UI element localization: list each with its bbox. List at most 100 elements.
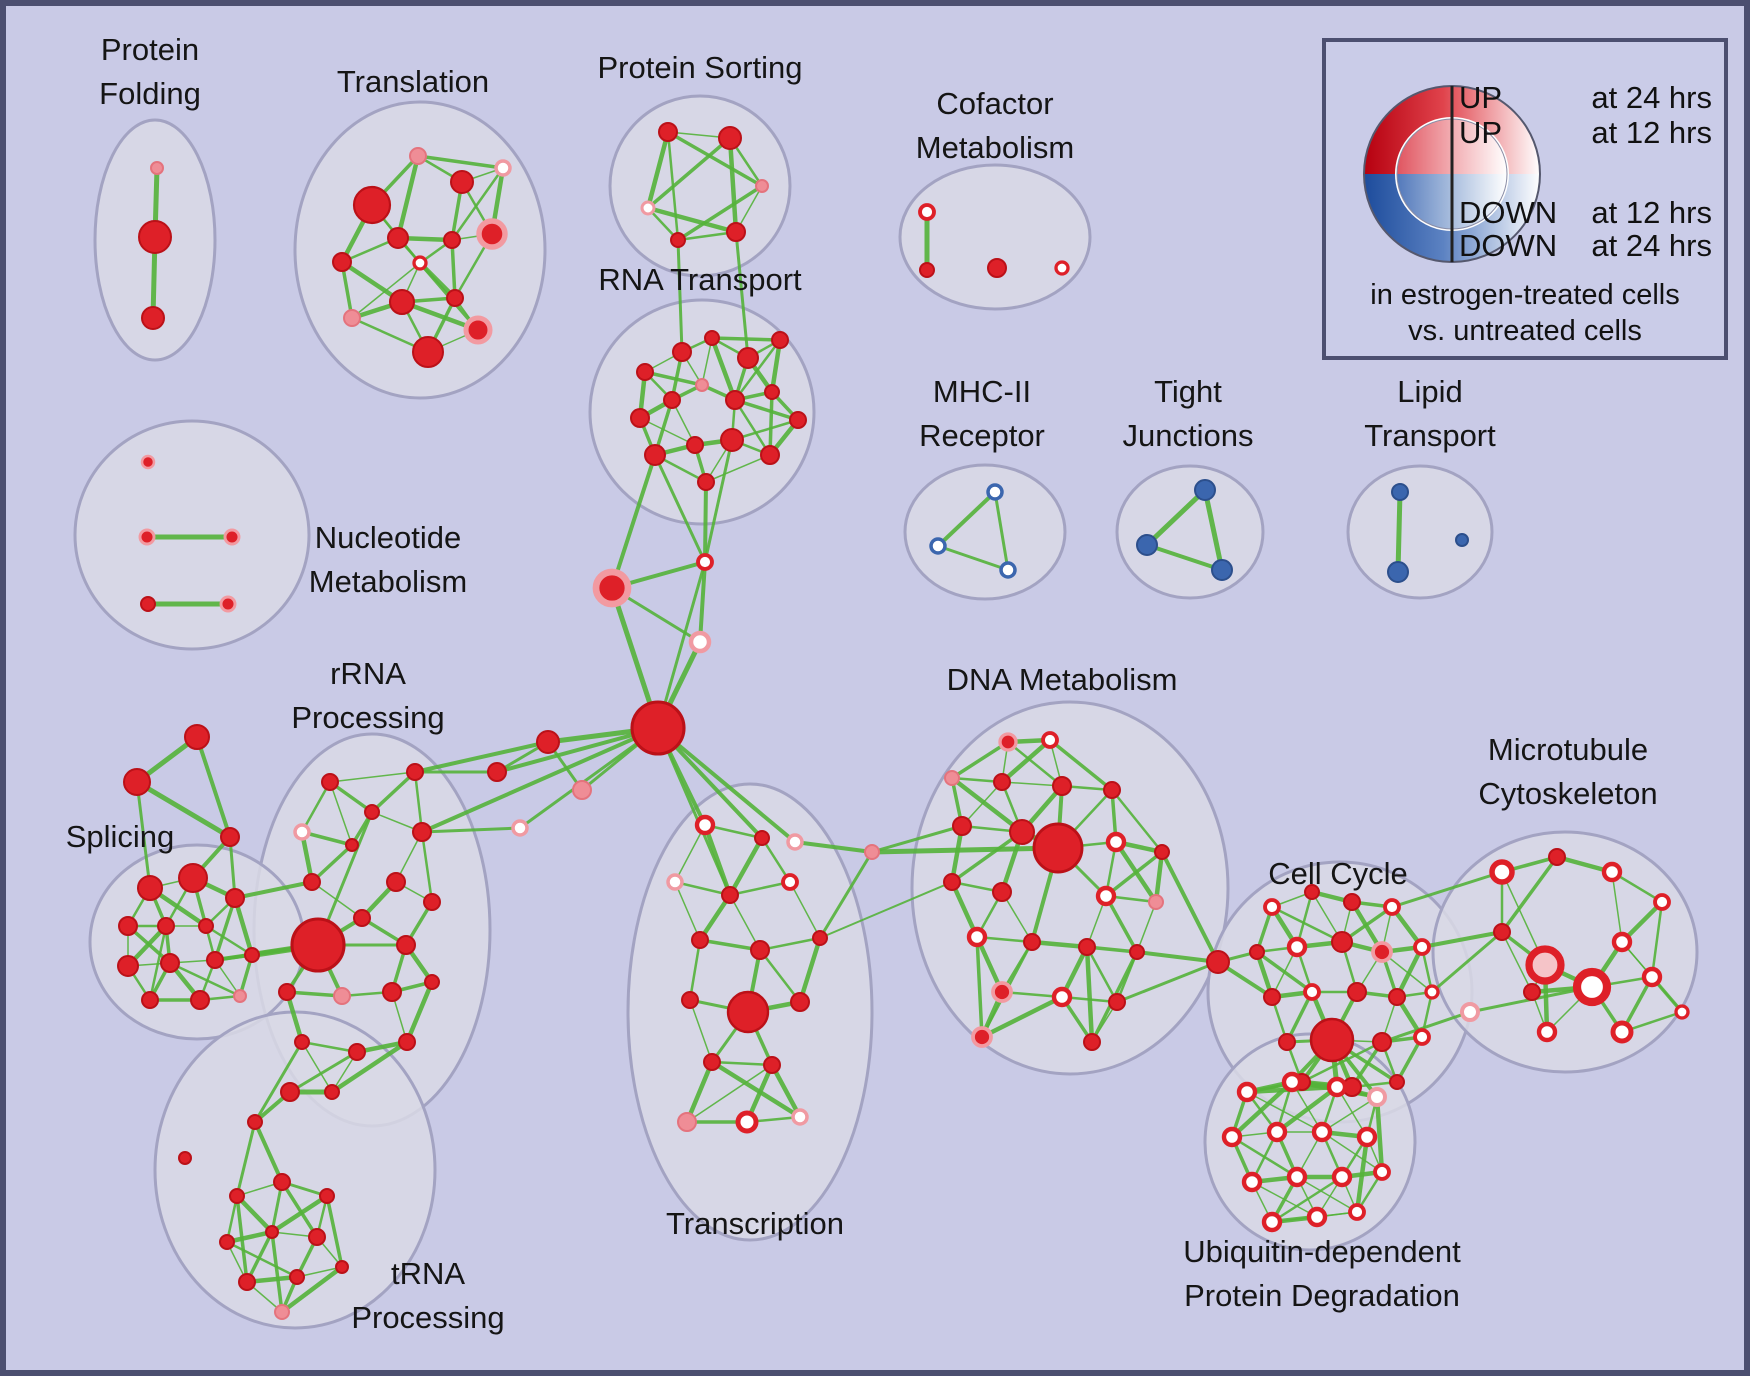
edge xyxy=(495,726,660,774)
node-cm2 xyxy=(919,262,935,278)
node-rr14 xyxy=(333,987,351,1005)
edge xyxy=(235,1120,257,1198)
node-tr4 xyxy=(229,1188,245,1204)
cluster-label-cell-cycle: Cell Cycle xyxy=(1268,856,1408,891)
edge xyxy=(676,238,684,354)
node-rr8 xyxy=(290,917,346,973)
edge xyxy=(1246,1091,1323,1133)
cluster-label-cofactor-metabolism: Cofactor xyxy=(936,86,1053,121)
node-sp0a xyxy=(184,724,210,750)
edge xyxy=(301,1041,333,1093)
node-dm8 xyxy=(1009,819,1035,845)
node-pf2 xyxy=(138,220,172,254)
edge xyxy=(645,205,739,235)
edge xyxy=(416,154,505,170)
cluster-label-nucleotide-metabolism: Metabolism xyxy=(309,564,468,599)
node-cc10 xyxy=(1263,988,1281,1006)
node-dm20 xyxy=(991,981,1013,1003)
cluster-label-protein-folding: Folding xyxy=(99,76,201,111)
node-rr20 xyxy=(324,1084,340,1100)
node-t14 xyxy=(463,315,493,345)
node-cc1 xyxy=(1263,898,1281,916)
node-dm16 xyxy=(966,926,988,948)
node-dm3 xyxy=(944,770,960,786)
node-cc14 xyxy=(1424,984,1440,1000)
edge xyxy=(653,453,707,564)
node-dm1 xyxy=(998,732,1018,752)
node-rr16 xyxy=(424,974,440,990)
edge xyxy=(703,438,734,564)
edge xyxy=(676,184,764,242)
node-hb8 xyxy=(864,844,880,860)
edge xyxy=(645,129,671,211)
cluster-label-rna-transport: RNA Transport xyxy=(598,262,802,297)
edge xyxy=(1085,945,1119,1004)
edge xyxy=(269,1193,330,1235)
node-mt3 xyxy=(1601,861,1623,883)
cluster-label-tight-junctions: Tight xyxy=(1154,374,1222,409)
node-lt1 xyxy=(1391,483,1409,501)
edge xyxy=(1104,894,1139,954)
edge xyxy=(674,881,701,941)
edge xyxy=(1144,487,1208,548)
edge xyxy=(950,830,1024,884)
edge xyxy=(1160,850,1220,964)
edge xyxy=(270,1230,284,1314)
node-dm21 xyxy=(1051,986,1073,1008)
node-ub8 xyxy=(1356,1126,1378,1148)
node-mt5 xyxy=(1493,923,1511,941)
edge xyxy=(1136,901,1157,953)
cluster-label-transcription: Transcription xyxy=(666,1206,844,1241)
node-lt2 xyxy=(1387,561,1409,583)
cluster-ellipse-lipid-transport xyxy=(1346,464,1494,600)
legend-caption-line2: vs. untreated cells xyxy=(1408,315,1642,347)
nodes-layer xyxy=(117,122,1690,1320)
legend-down-24-time: at 24 hrs xyxy=(1591,228,1712,263)
node-cc13 xyxy=(1388,988,1406,1006)
node-t2 xyxy=(409,147,427,165)
node-rr15 xyxy=(382,982,402,1002)
cluster-ellipse-tight-junctions xyxy=(1115,464,1265,600)
cluster-label-protein-folding: Protein xyxy=(101,32,199,67)
node-hb1 xyxy=(696,553,714,571)
cluster-label-nucleotide-metabolism: Nucleotide xyxy=(315,520,461,555)
edge xyxy=(1135,950,1220,964)
node-cm4 xyxy=(1054,260,1070,276)
node-cm1 xyxy=(918,203,936,221)
node-sp0c xyxy=(220,827,240,847)
legend-down-24-dir: DOWN xyxy=(1459,228,1557,263)
edge xyxy=(975,935,984,1039)
edge xyxy=(728,880,792,897)
node-rt13 xyxy=(686,436,704,454)
edge xyxy=(395,153,421,241)
edge xyxy=(1274,1084,1340,1135)
edge xyxy=(204,924,254,957)
cluster-label-splicing: Splicing xyxy=(66,819,175,854)
edge xyxy=(673,880,732,897)
node-sl5 xyxy=(157,917,175,935)
edge xyxy=(993,490,1010,572)
node-hb6 xyxy=(572,780,592,800)
edge xyxy=(148,924,168,1002)
node-rr5 xyxy=(345,838,359,852)
node-sl3 xyxy=(225,888,245,908)
node-tc4 xyxy=(721,886,739,904)
node-rt12 xyxy=(644,444,666,466)
cluster-label-mhc-ii-receptor: Receptor xyxy=(919,418,1045,453)
node-tj2 xyxy=(1136,534,1158,556)
node-rt3 xyxy=(704,330,720,346)
node-tr9 xyxy=(308,1228,326,1246)
node-tc9 xyxy=(681,991,699,1009)
edge xyxy=(1430,930,1504,994)
edge xyxy=(245,1230,274,1284)
edge xyxy=(351,262,421,319)
node-tc1 xyxy=(694,814,716,836)
node-tc12 xyxy=(703,1053,721,1071)
node-rt11 xyxy=(789,411,807,429)
node-hb4 xyxy=(630,700,686,756)
node-mt2 xyxy=(1548,848,1566,866)
node-rt5 xyxy=(771,331,789,349)
edge xyxy=(253,1120,284,1184)
edge xyxy=(1296,1176,1358,1213)
edge xyxy=(697,892,733,943)
